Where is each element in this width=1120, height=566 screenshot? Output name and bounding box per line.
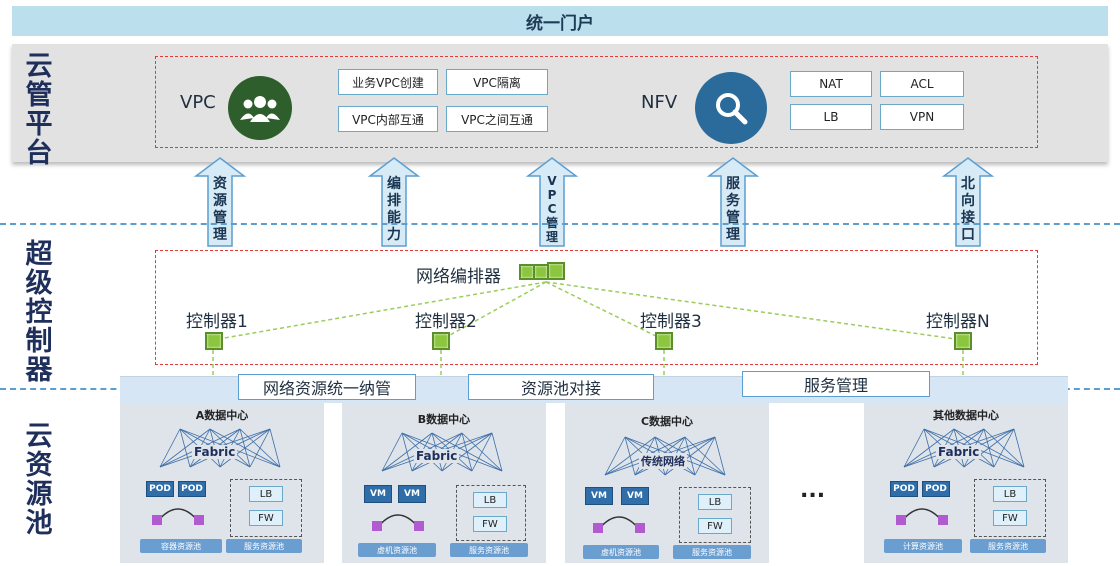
service-fw: FW bbox=[698, 518, 732, 534]
controller-1-icon bbox=[205, 332, 223, 350]
controller-3-icon bbox=[655, 332, 673, 350]
band-label-unified: 网络资源统一纳管 bbox=[238, 374, 416, 400]
nfv-feature-lb: LB bbox=[790, 104, 872, 130]
vpc-feature-create: 业务VPC创建 bbox=[338, 69, 438, 95]
pod-node: POD bbox=[922, 481, 950, 497]
pod-node: POD bbox=[178, 481, 206, 497]
nfv-feature-acl: ACL bbox=[880, 71, 964, 97]
controller-n-label: 控制器N bbox=[926, 312, 990, 332]
service-fw: FW bbox=[473, 516, 507, 532]
cloud-platform-frame bbox=[155, 56, 1038, 148]
datacenter-title: A数据中心 bbox=[195, 409, 249, 422]
super-controller-frame bbox=[155, 250, 1038, 365]
arrow-label: 资源管理 bbox=[213, 176, 227, 243]
fabric-topology bbox=[159, 428, 281, 468]
link-icon bbox=[593, 516, 645, 533]
pool-label: 服务资源池 bbox=[226, 539, 302, 553]
controller-1-label: 控制器1 bbox=[186, 312, 248, 332]
arrow-label: 编排能力 bbox=[387, 176, 401, 243]
datacenter-title: B数据中心 bbox=[417, 413, 471, 426]
controller-n-icon bbox=[954, 332, 972, 350]
arrow-label: 服务管理 bbox=[726, 176, 740, 243]
band-label-pool-docking: 资源池对接 bbox=[468, 374, 654, 400]
vm-node: VM bbox=[621, 487, 649, 505]
network-label: 传统网络 bbox=[639, 453, 687, 469]
datacenter-a: A数据中心 Fabric POD POD LB FW 容器资源池 服务资源池 bbox=[120, 403, 324, 563]
search-icon bbox=[695, 72, 767, 144]
users-icon bbox=[228, 76, 292, 140]
pool-label: 服务资源池 bbox=[450, 543, 528, 557]
fabric-topology bbox=[903, 428, 1025, 468]
layer-label-super-controller: 超级控制器 bbox=[25, 239, 53, 386]
separator-top bbox=[0, 223, 1120, 225]
vpc-feature-internal: VPC内部互通 bbox=[338, 106, 438, 132]
datacenter-other: 其他数据中心 Fabric POD POD LB FW 计算资源池 服务资源池 bbox=[864, 403, 1068, 563]
vm-node: VM bbox=[398, 485, 426, 503]
network-label: Fabric bbox=[414, 449, 460, 463]
service-pool-box: LB FW bbox=[974, 479, 1046, 537]
pool-label: 服务资源池 bbox=[970, 539, 1046, 553]
service-lb: LB bbox=[698, 494, 732, 510]
pod-node: POD bbox=[146, 481, 174, 497]
controller-3-label: 控制器3 bbox=[640, 312, 702, 332]
service-fw: FW bbox=[993, 510, 1027, 526]
service-lb: LB bbox=[249, 486, 283, 502]
datacenter-b: B数据中心 Fabric VM VM LB FW 虚机资源池 服务资源池 bbox=[342, 403, 546, 563]
controller-2-icon bbox=[432, 332, 450, 350]
network-label: Fabric bbox=[192, 445, 238, 459]
service-lb: LB bbox=[473, 492, 507, 508]
pool-label: 虚机资源池 bbox=[583, 545, 659, 559]
more-datacenters-ellipsis: ... bbox=[800, 478, 826, 503]
vpc-feature-between: VPC之间互通 bbox=[446, 106, 548, 132]
datacenter-title: C数据中心 bbox=[640, 415, 694, 428]
unified-portal-bar: 统一门户 bbox=[12, 6, 1108, 36]
nfv-label: NFV bbox=[641, 92, 678, 113]
nfv-feature-nat: NAT bbox=[790, 71, 872, 97]
layer-label-cloud-pool: 云资源池 bbox=[25, 421, 53, 539]
service-fw: FW bbox=[249, 510, 283, 526]
pool-label: 虚机资源池 bbox=[358, 543, 436, 557]
vm-node: VM bbox=[585, 487, 613, 505]
link-icon bbox=[372, 514, 424, 531]
orchestrator-label: 网络编排器 bbox=[416, 267, 501, 287]
datacenter-c: C数据中心 传统网络 VM VM LB FW 虚机资源池 服务资源池 bbox=[565, 403, 769, 563]
arrow-label: 北向接口 bbox=[961, 176, 975, 243]
pool-label: 容器资源池 bbox=[140, 539, 222, 553]
nfv-feature-vpn: VPN bbox=[880, 104, 964, 130]
link-icon bbox=[896, 508, 948, 525]
service-pool-box: LB FW bbox=[679, 487, 751, 543]
pool-label: 服务资源池 bbox=[673, 545, 751, 559]
vm-node: VM bbox=[364, 485, 392, 503]
band-label-service-mgmt: 服务管理 bbox=[742, 371, 930, 397]
service-lb: LB bbox=[993, 486, 1027, 502]
vpc-label: VPC bbox=[180, 92, 216, 113]
orchestrator-icon bbox=[519, 262, 567, 282]
controller-2-label: 控制器2 bbox=[415, 312, 477, 332]
portal-title: 统一门户 bbox=[526, 13, 594, 34]
service-pool-box: LB FW bbox=[456, 485, 526, 541]
link-icon bbox=[152, 508, 204, 525]
layer-label-cloud-mgmt: 云管平台 bbox=[25, 51, 53, 169]
cloud-management-band bbox=[12, 44, 1108, 162]
pool-label: 计算资源池 bbox=[884, 539, 962, 553]
service-pool-box: LB FW bbox=[230, 479, 302, 537]
vpc-feature-isolation: VPC隔离 bbox=[446, 69, 548, 95]
pod-node: POD bbox=[890, 481, 918, 497]
network-label: Fabric bbox=[936, 445, 982, 459]
datacenter-title: 其他数据中心 bbox=[933, 409, 999, 422]
